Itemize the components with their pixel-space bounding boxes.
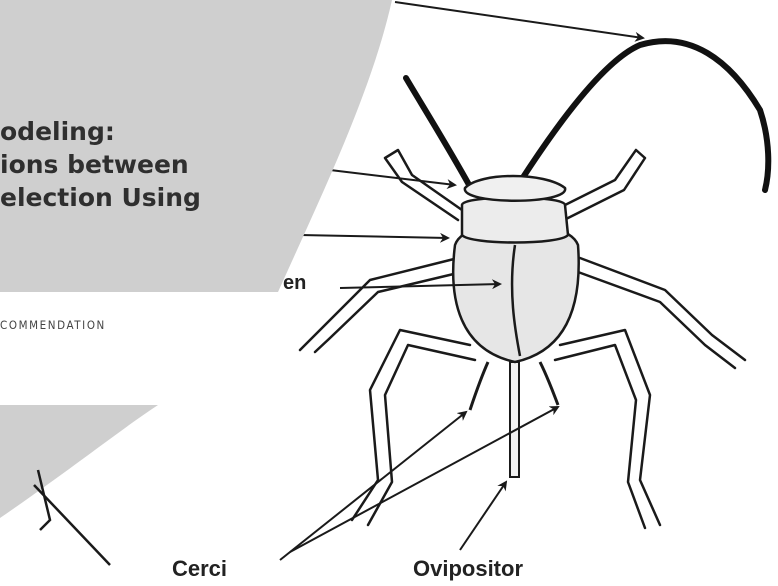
lower-panel-shape (0, 405, 158, 518)
title-line-2: ions between (0, 148, 189, 181)
antennae (406, 41, 768, 192)
title-line-1: odeling: (0, 115, 115, 148)
label-cerci: Cerci (172, 556, 227, 582)
label-ovipositor: Ovipositor (413, 556, 523, 582)
insect-body (453, 176, 579, 362)
label-partial: en (283, 272, 306, 295)
ovipositor (510, 362, 519, 477)
title-line-3: election Using (0, 181, 201, 214)
tagline: COMMENDATION (0, 318, 106, 332)
